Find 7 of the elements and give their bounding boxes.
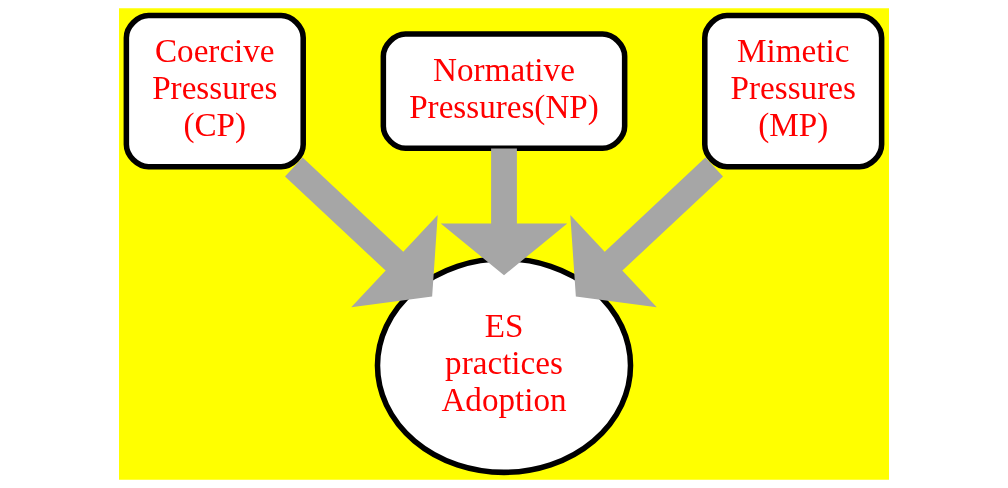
arrow — [440, 148, 568, 276]
arrow — [570, 157, 723, 308]
node-box: Coercive Pressures (CP) — [123, 12, 306, 170]
node-box: Mimetic Pressures (MP) — [702, 12, 885, 170]
node-box: Normative Pressures(NP) — [380, 31, 628, 151]
node-ellipse: ES practices Adoption — [374, 256, 634, 476]
arrow — [285, 157, 438, 308]
